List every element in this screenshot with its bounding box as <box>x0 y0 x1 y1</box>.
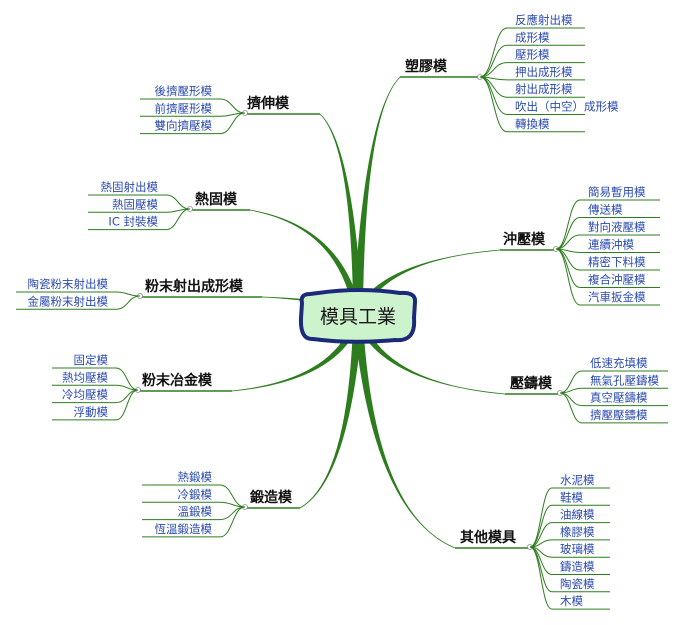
leaf-connector <box>559 392 583 407</box>
leaf-connector <box>555 199 581 250</box>
leaf-label[interactable]: 連續沖模 <box>588 238 634 252</box>
leaf-label[interactable]: 橡膠模 <box>560 525 595 539</box>
leaf-layer: 反應射出模成形模壓形模押出成形模射出成形模吹出（中空）成形模轉換模簡易暫用模傳送… <box>16 13 668 610</box>
branch-line-diecast <box>355 310 506 395</box>
leaf-connector <box>559 370 583 394</box>
leaf-label[interactable]: 雙向擠壓模 <box>155 119 213 133</box>
branch-line-others <box>353 313 456 549</box>
leaf-label[interactable]: 鑄造模 <box>560 560 595 574</box>
leaf-label[interactable]: 冷鍛模 <box>178 487 213 501</box>
leaf-connector <box>529 546 553 610</box>
leaf-connector <box>115 295 141 310</box>
branch-label-plastic[interactable]: 塑膠模 <box>405 58 448 75</box>
leaf-label[interactable]: 射出成形模 <box>515 82 573 96</box>
leaf-connector <box>479 76 508 133</box>
center-node[interactable]: 模具工業 <box>298 288 418 344</box>
leaf-connector <box>555 248 581 288</box>
leaf-label[interactable]: 對向液壓模 <box>588 220 646 234</box>
leaf-connector <box>115 367 139 391</box>
leaf-connector <box>555 217 581 250</box>
leaf-connector <box>559 392 583 424</box>
leaf-label[interactable]: 壓形模 <box>515 48 550 62</box>
branch-label-others[interactable]: 其他模具 <box>460 529 516 546</box>
leaf-connector <box>529 487 553 548</box>
leaf-connector <box>529 522 553 548</box>
leaf-label[interactable]: 押出成形模 <box>515 65 573 79</box>
leaf-label[interactable]: 低速充填模 <box>590 356 648 370</box>
leaf-label[interactable]: 精密下料模 <box>588 255 646 269</box>
leaf-label[interactable]: 溫鍛模 <box>178 505 213 519</box>
leaf-label[interactable]: 鞋模 <box>560 490 583 504</box>
leaf-label[interactable]: 熱固壓模 <box>112 197 158 211</box>
leaf-label[interactable]: 前擠壓形模 <box>155 101 213 115</box>
leaf-label[interactable]: 木模 <box>560 594 583 608</box>
leaf-label[interactable]: 浮動模 <box>74 405 109 419</box>
leaf-label[interactable]: 陶瓷模 <box>560 577 595 591</box>
leaf-label[interactable]: 熱鍛模 <box>178 470 213 484</box>
leaf-connector <box>559 387 583 394</box>
branch-label-pim[interactable]: 粉末射出成形模 <box>145 278 244 295</box>
leaf-connector <box>219 112 246 135</box>
leaf-connector <box>479 44 508 78</box>
leaf-connector <box>529 546 553 593</box>
leaf-label[interactable]: 金屬粉末射出模 <box>28 294 109 308</box>
center-node-border <box>298 288 418 344</box>
leaf-label[interactable]: 轉換模 <box>515 117 550 131</box>
leaf-connector <box>115 389 139 404</box>
leaf-label[interactable]: 成形模 <box>515 30 550 44</box>
center-node-label: 模具工業 <box>320 306 396 328</box>
leaf-label[interactable]: 熱固射出模 <box>101 180 159 194</box>
leaf-connector <box>115 291 141 297</box>
leaf-label[interactable]: 後擠壓形模 <box>155 84 213 98</box>
leaf-connector <box>219 506 246 521</box>
branch-label-extrusion[interactable]: 擠伸模 <box>247 95 290 112</box>
leaf-label[interactable]: 無氣孔壓鑄模 <box>590 373 659 387</box>
leaf-label[interactable]: IC 封裝模 <box>108 215 158 229</box>
leaf-connector <box>115 384 139 391</box>
leaf-label[interactable]: 反應射出模 <box>515 13 573 27</box>
leaf-label[interactable]: 玻璃模 <box>560 542 595 556</box>
branch-label-stamping[interactable]: 沖壓模 <box>503 231 546 248</box>
leaf-label[interactable]: 傳送模 <box>588 203 623 217</box>
leaf-connector <box>555 248 581 306</box>
leaf-connector <box>529 504 553 548</box>
leaf-label[interactable]: 冷均壓模 <box>62 388 108 402</box>
leaf-label[interactable]: 油線模 <box>560 508 595 522</box>
leaf-label[interactable]: 擠壓壓鑄模 <box>590 408 648 422</box>
leaf-label[interactable]: 恆溫鍛造模 <box>155 522 213 536</box>
leaf-label[interactable]: 真空壓鑄模 <box>590 391 648 405</box>
leaf-connector <box>479 76 508 115</box>
branch-line-thermoset <box>249 209 362 321</box>
leaf-connector <box>219 506 246 538</box>
leaf-label[interactable]: 複合沖壓模 <box>588 273 646 287</box>
leaf-label[interactable]: 熱均壓模 <box>62 370 108 384</box>
leaf-label[interactable]: 水泥模 <box>560 473 595 487</box>
branch-label-pm[interactable]: 粉末冶金模 <box>142 372 213 389</box>
branch-line-extrusion <box>319 113 363 318</box>
leaf-connector <box>115 389 139 421</box>
branch-line-plastic <box>353 76 401 318</box>
leaf-label[interactable]: 簡易暫用模 <box>588 185 646 199</box>
leaf-label[interactable]: 固定模 <box>74 353 109 367</box>
leaf-connector <box>165 194 191 210</box>
leaf-connector <box>219 98 246 114</box>
leaf-label[interactable]: 汽車扳金模 <box>588 290 646 304</box>
branch-label-diecast[interactable]: 壓鑄模 <box>510 375 553 392</box>
leaf-connector <box>479 27 508 78</box>
leaf-label[interactable]: 陶瓷粉末射出模 <box>28 277 109 291</box>
leaf-connector <box>165 208 191 231</box>
leaf-label[interactable]: 吹出（中空）成形模 <box>515 100 619 114</box>
branch-line-pm <box>231 311 361 392</box>
branch-label-forging[interactable]: 鍛造模 <box>250 489 293 506</box>
leaf-connector <box>219 484 246 508</box>
leaf-connector <box>219 501 246 508</box>
branch-label-thermoset[interactable]: 熱固模 <box>195 191 238 208</box>
